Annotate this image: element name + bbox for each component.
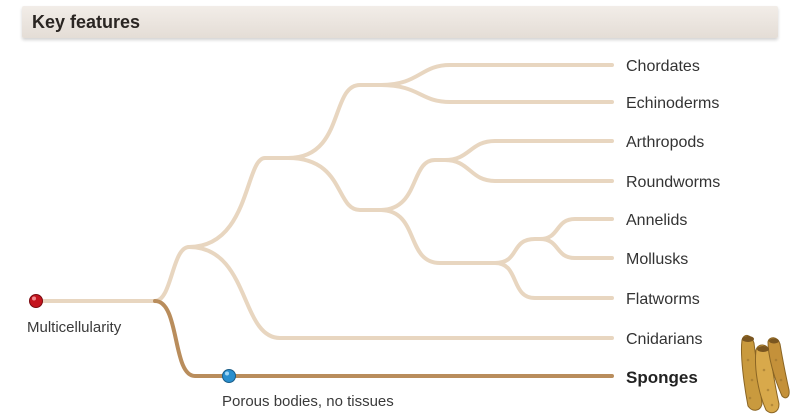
branch-to-annelid-mollusk	[495, 239, 540, 263]
branch-arthropods	[445, 141, 612, 160]
branch-to-eumetazoa	[155, 247, 189, 301]
branch-to-deuterostomes	[288, 85, 380, 158]
taxon-sponges: Sponges	[626, 368, 698, 387]
taxon-echinoderms: Echinoderms	[626, 95, 719, 112]
branch-mollusks	[540, 239, 612, 258]
branch-to-ecdysozoa	[380, 160, 445, 210]
sponge-illustration-icon	[741, 335, 789, 412]
branch-chordates	[380, 65, 612, 85]
branch-lines	[36, 65, 612, 338]
branch-cnidarians	[189, 247, 612, 338]
multicellularity-node	[30, 295, 43, 308]
taxon-mollusks: Mollusks	[626, 251, 688, 268]
branch-echinoderms	[380, 85, 612, 102]
taxon-roundworms: Roundworms	[626, 174, 720, 191]
taxon-cnidarians: Cnidarians	[626, 331, 702, 348]
multicellularity-label: Multicellularity	[27, 319, 122, 336]
branch-roundworms	[445, 160, 612, 181]
porous-bodies-label: Porous bodies, no tissues	[222, 393, 394, 410]
branch-to-protostomes	[288, 158, 380, 210]
branch-to-bilateria	[189, 158, 288, 247]
taxon-chordates: Chordates	[626, 58, 700, 75]
taxon-annelids: Annelids	[626, 212, 687, 229]
taxon-arthropods: Arthropods	[626, 134, 704, 151]
branch-annelids	[540, 219, 612, 239]
porous-bodies-node	[223, 370, 236, 383]
branch-flatworms	[495, 263, 612, 298]
branch-to-lophotrochozoa	[380, 210, 495, 263]
taxon-flatworms: Flatworms	[626, 291, 700, 308]
